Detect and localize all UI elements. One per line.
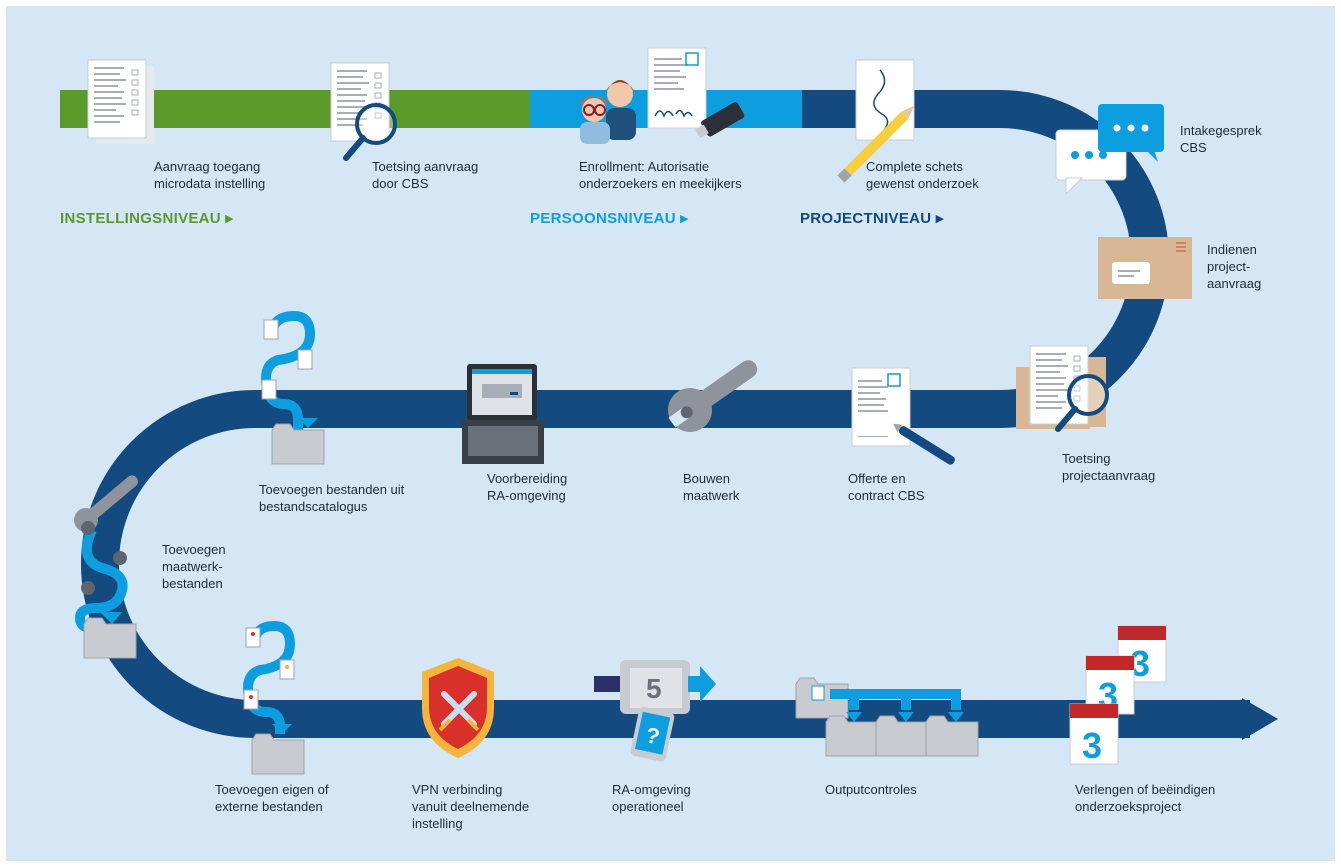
step-label-eigen-externe-bestanden: Toevoegen eigen of externe bestanden <box>215 782 329 814</box>
step-label-toetsing-aanvraag: Toetsing aanvraag door CBS <box>372 159 479 191</box>
step-label-vpn-verbinding: VPN verbinding vanuit deelnemende instel… <box>412 782 530 831</box>
path-arrow-head <box>1242 698 1278 740</box>
step-label-indienen-projectaanvraag: Indienen project- aanvraag <box>1207 242 1262 291</box>
shield-icon <box>422 658 494 758</box>
question-glyph: ? <box>644 722 662 749</box>
chat-bubbles-icon <box>1055 104 1164 196</box>
step-label-bouwen-maatwerk: Bouwen maatwerk <box>683 471 740 503</box>
step-label-outputcontroles: Outputcontroles <box>825 782 917 797</box>
laptop-icon <box>462 364 544 464</box>
step-label-enrollment: Enrollment: Autorisatie onderzoekers en … <box>579 159 742 191</box>
step-label-voorbereiding-ra: Voorbereiding RA-omgeving <box>487 471 568 503</box>
output-control-icon <box>795 677 979 757</box>
step-label-toetsing-projectaanvraag: Toetsing projectaanvraag <box>1062 451 1156 483</box>
level-heading-person: PERSOONSNIVEAU ▸ <box>530 210 689 227</box>
external-files-icon <box>242 620 305 775</box>
release-number-glyph: 5 <box>646 673 662 704</box>
step-label-complete-schets: Complete schets gewenst onderzoek <box>866 159 979 191</box>
document-icon <box>87 59 154 144</box>
level-heading-institution: INSTELLINGSNIVEAU ▸ <box>60 210 234 227</box>
step-label-ra-operationeel: RA-omgeving operationeel <box>612 782 691 814</box>
custom-files-icon <box>74 475 138 659</box>
envelope-icon <box>1098 237 1192 299</box>
pencil-sketch-icon <box>837 59 915 183</box>
step-label-intakegesprek: Intakegesprek CBS <box>1180 123 1262 155</box>
calendar-day-glyph: 3 <box>1130 643 1150 684</box>
review-magnifier-icon <box>1016 345 1107 429</box>
catalogue-files-icon <box>260 310 325 465</box>
enrollment-icon <box>580 47 745 144</box>
step-label-offerte-contract: Offerte en contract CBS <box>848 471 925 503</box>
release-tablet-icon: 5 ? <box>594 660 716 762</box>
level-heading-project: PROJECTNIVEAU ▸ <box>800 210 944 227</box>
step-label-aanvraag-toegang: Aanvraag toegang microdata instelling <box>154 159 266 191</box>
step-label-bestandscatalogus: Toevoegen bestanden uit bestandscatalogu… <box>259 482 405 514</box>
step-label-verlengen-beeindigen: Verlengen of beëindigen onderzoeksprojec… <box>1075 782 1216 814</box>
calendar-icon: 3 3 3 <box>1069 625 1167 766</box>
wrench-icon <box>668 360 758 432</box>
contract-pen-icon <box>851 367 955 465</box>
step-label-maatwerk-bestanden: Toevoegen maatwerk- bestanden <box>162 542 226 591</box>
calendar-day-glyph: 3 <box>1082 725 1102 766</box>
